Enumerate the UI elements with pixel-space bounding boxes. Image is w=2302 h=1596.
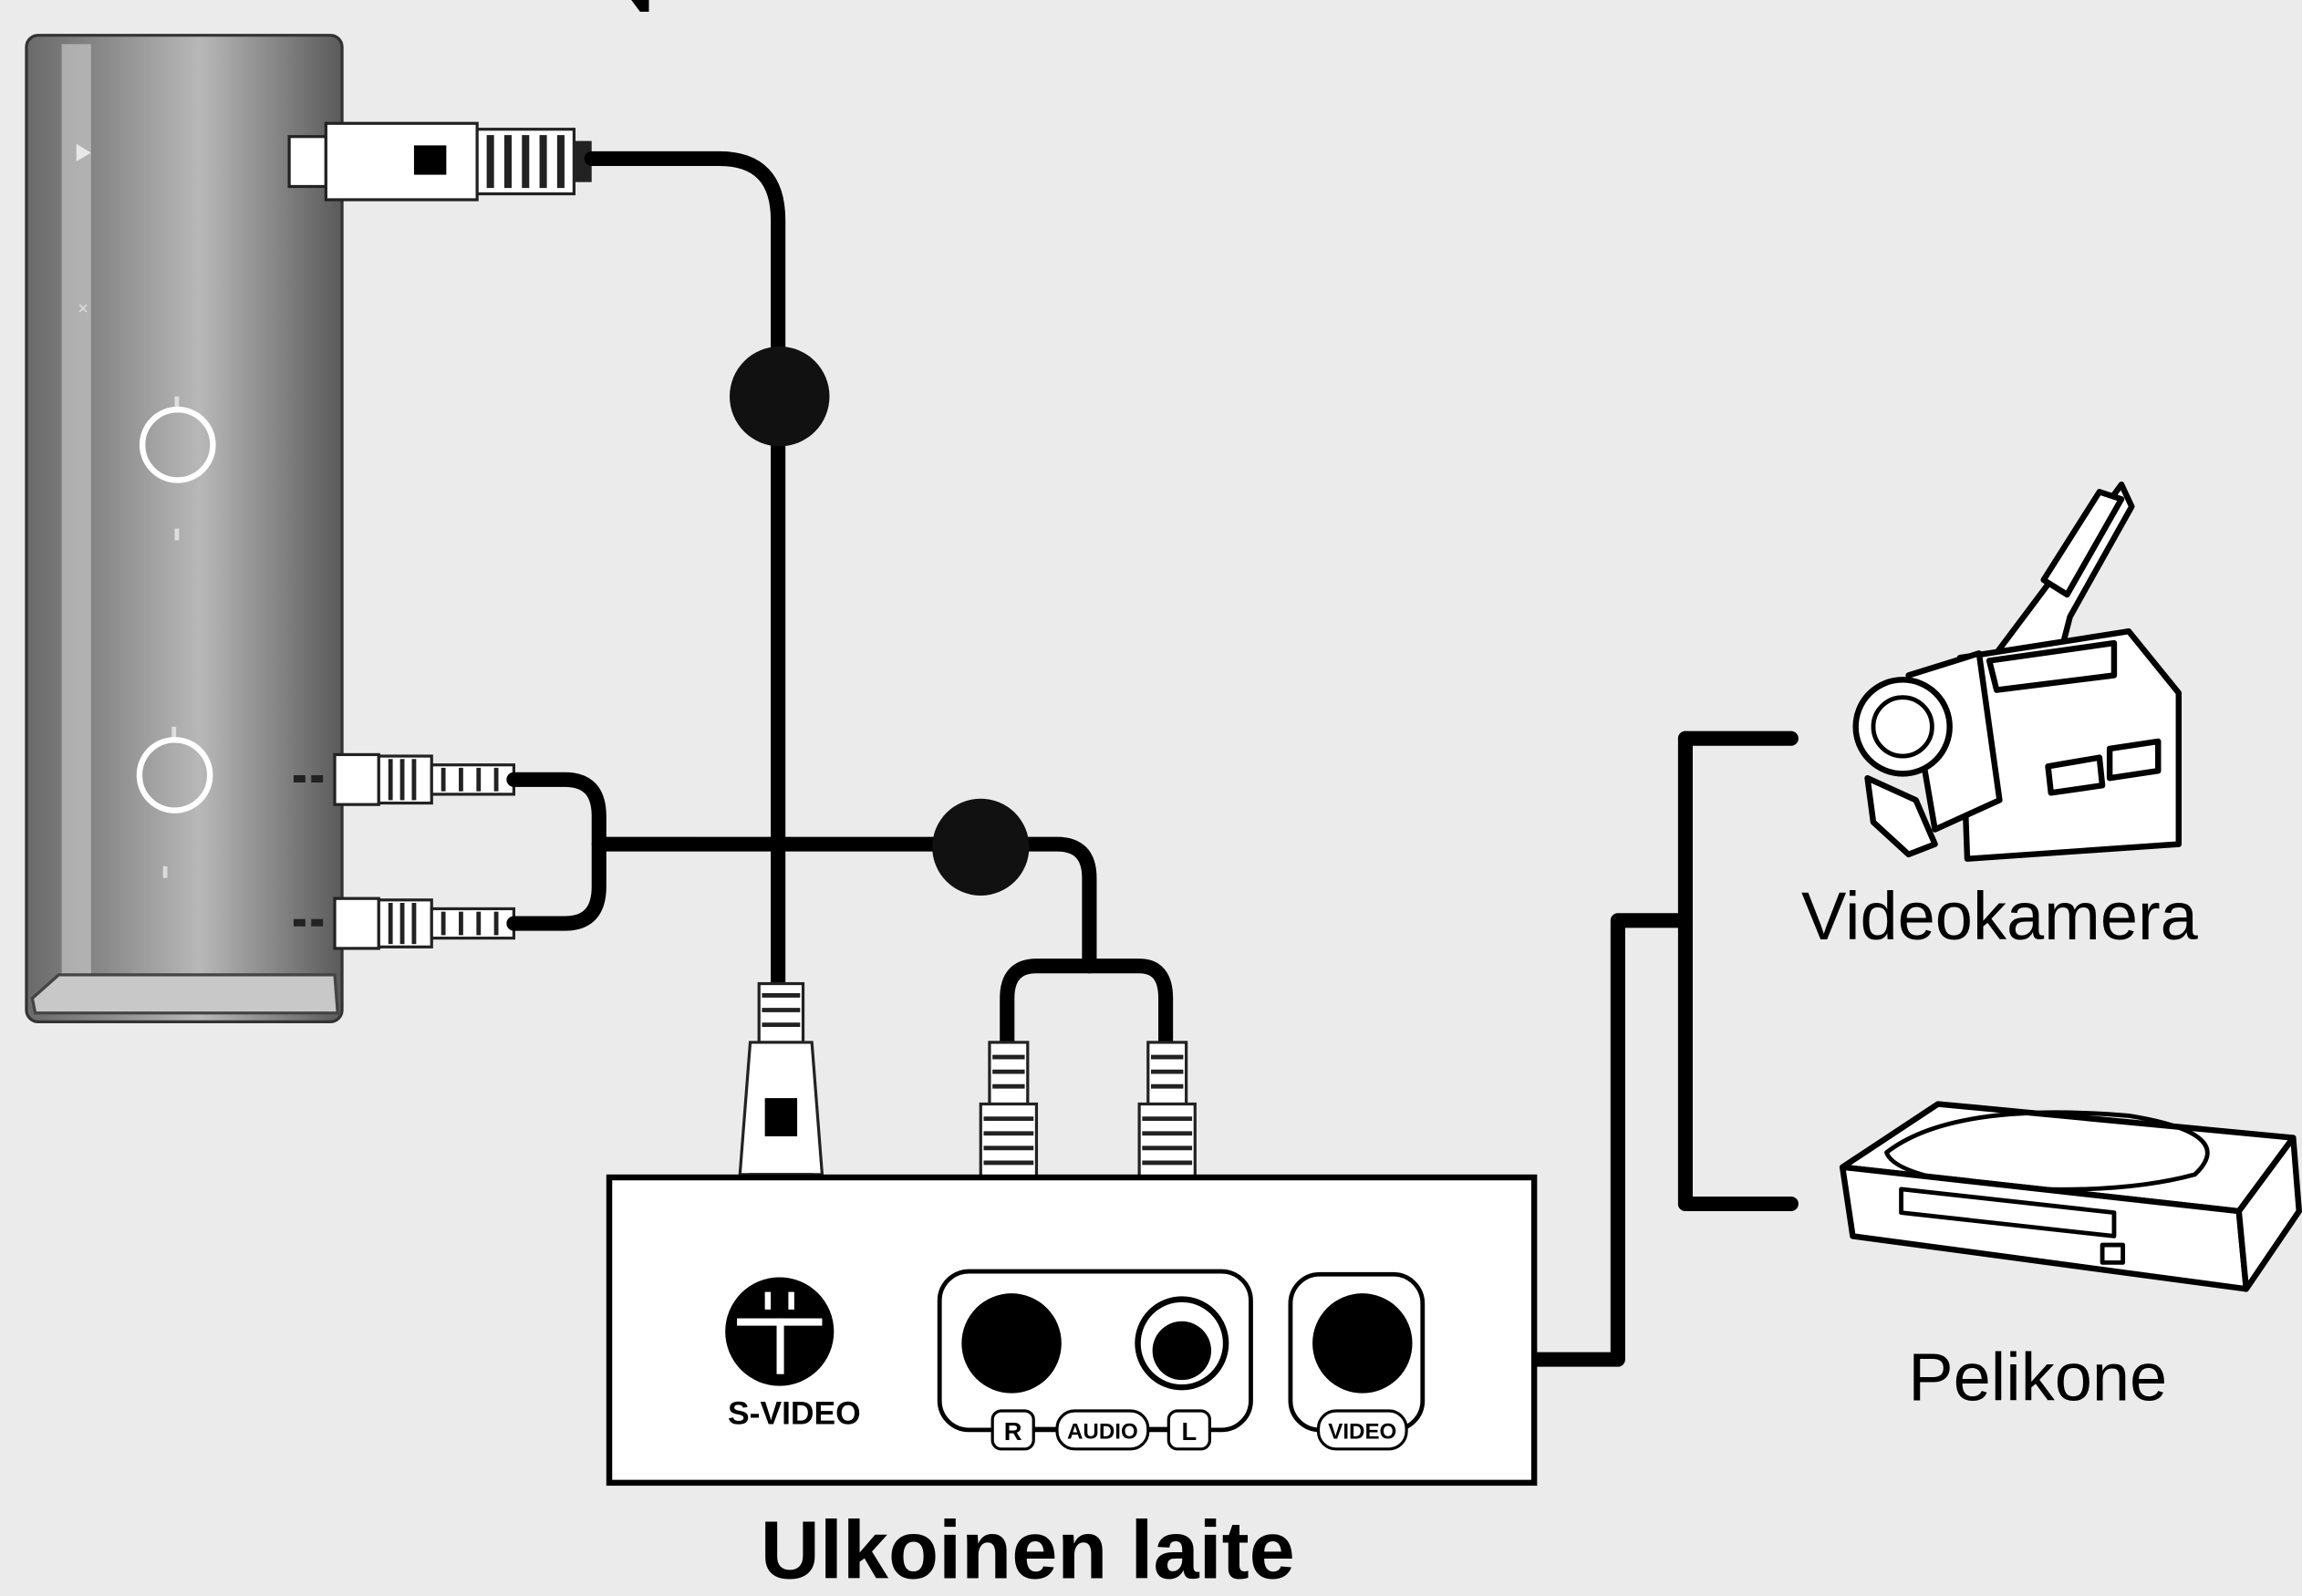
video-jack — [1312, 1293, 1413, 1394]
camcorder-label: Videokamera — [1801, 878, 2199, 954]
tv-side-panel: × — [25, 34, 344, 1024]
game-console-label: Pelikone — [1908, 1340, 2167, 1415]
audio-l-label: L — [1181, 1417, 1197, 1446]
svg-text:×: × — [78, 300, 88, 319]
audio-label: AUDIO — [1067, 1420, 1138, 1445]
audio-jack-r — [961, 1293, 1062, 1394]
top-cropped-text-fragment — [631, 0, 649, 12]
camcorder-illustration — [1864, 482, 2183, 862]
external-device-box: S-VIDEO R AUDIO L VIDEO — [606, 1174, 1538, 1487]
audio-cable-loop — [506, 772, 607, 931]
audio-r-label: R — [1004, 1417, 1022, 1446]
svideo-jack — [725, 1277, 835, 1386]
video-label: VIDEO — [1328, 1420, 1396, 1445]
external-device-title: Ulkoinen laite — [761, 1504, 1295, 1591]
svideo-cable — [584, 150, 786, 999]
svideo-plug-device — [738, 981, 824, 1208]
game-console-illustration — [1839, 1101, 2302, 1292]
svideo-plug-tv — [287, 121, 592, 202]
audio-cable-ferrite — [932, 798, 1030, 896]
cables — [506, 150, 1799, 1367]
svideo-label: S-VIDEO — [728, 1394, 861, 1431]
svideo-cable-ferrite — [730, 346, 830, 447]
